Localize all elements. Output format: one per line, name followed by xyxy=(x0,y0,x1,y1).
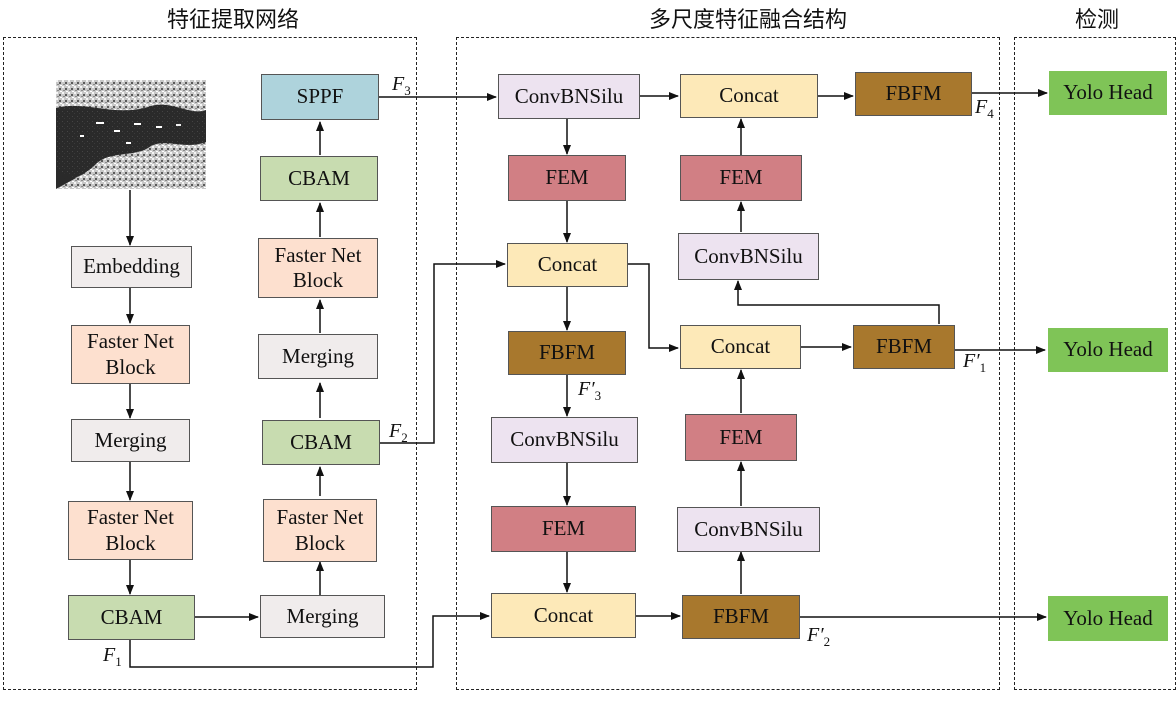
label-f1: F1 xyxy=(103,644,122,669)
fusion-title: 多尺度特征融合结构 xyxy=(648,7,848,32)
fem-block-2: FEM xyxy=(491,506,636,552)
faster-net-block-1: Faster Net Block xyxy=(71,325,190,384)
convbnsilu-upper-right: ConvBNSilu xyxy=(678,233,819,280)
fbfm-block-1: FBFM xyxy=(508,331,626,375)
yolo-head-mid: Yolo Head xyxy=(1048,328,1168,372)
fem-block-3: FEM xyxy=(685,414,797,461)
label-f4: F4 xyxy=(975,96,994,121)
label-f3: F3 xyxy=(392,73,411,98)
concat-block-mid-right: Concat xyxy=(680,325,801,369)
faster-net-block-2: Faster Net Block xyxy=(68,501,193,560)
sppf-block: SPPF xyxy=(261,74,379,120)
faster-net-block-3: Faster Net Block xyxy=(263,499,377,562)
fbfm-block-top-right: FBFM xyxy=(855,72,972,116)
backbone-region xyxy=(3,37,417,690)
fusion-region xyxy=(456,37,1000,690)
fbfm-block-bottom: FBFM xyxy=(682,595,800,639)
cbam-block-1: CBAM xyxy=(68,595,195,640)
label-f3-prime: F′3 xyxy=(578,378,602,403)
concat-block-top-right: Concat xyxy=(680,74,818,118)
sar-input-image xyxy=(56,80,206,189)
fem-block-4: FEM xyxy=(680,155,802,201)
merging-block-2: Merging xyxy=(260,595,385,638)
convbnsilu-bottom-right: ConvBNSilu xyxy=(677,507,820,552)
cbam-block-3: CBAM xyxy=(260,156,378,201)
label-f2: F2 xyxy=(389,420,408,445)
fem-block-1: FEM xyxy=(508,155,626,201)
concat-block-1: Concat xyxy=(507,243,628,287)
merging-block-1: Merging xyxy=(71,419,190,462)
faster-net-block-4: Faster Net Block xyxy=(258,238,378,298)
convbnsilu-mid-left: ConvBNSilu xyxy=(491,417,638,463)
detect-title: 检测 xyxy=(1074,7,1120,32)
yolo-head-top: Yolo Head xyxy=(1049,71,1167,115)
cbam-block-2: CBAM xyxy=(262,420,380,465)
backbone-title: 特征提取网络 xyxy=(166,7,300,32)
convbnsilu-top-left: ConvBNSilu xyxy=(498,74,640,119)
merging-block-3: Merging xyxy=(258,334,378,379)
concat-block-bottom: Concat xyxy=(491,593,636,638)
label-f2-prime: F′2 xyxy=(807,624,831,649)
fbfm-block-mid-right: FBFM xyxy=(853,325,955,369)
label-f1-prime: F′1 xyxy=(963,350,987,375)
yolo-head-bottom: Yolo Head xyxy=(1048,596,1168,641)
embedding-block: Embedding xyxy=(71,246,192,288)
